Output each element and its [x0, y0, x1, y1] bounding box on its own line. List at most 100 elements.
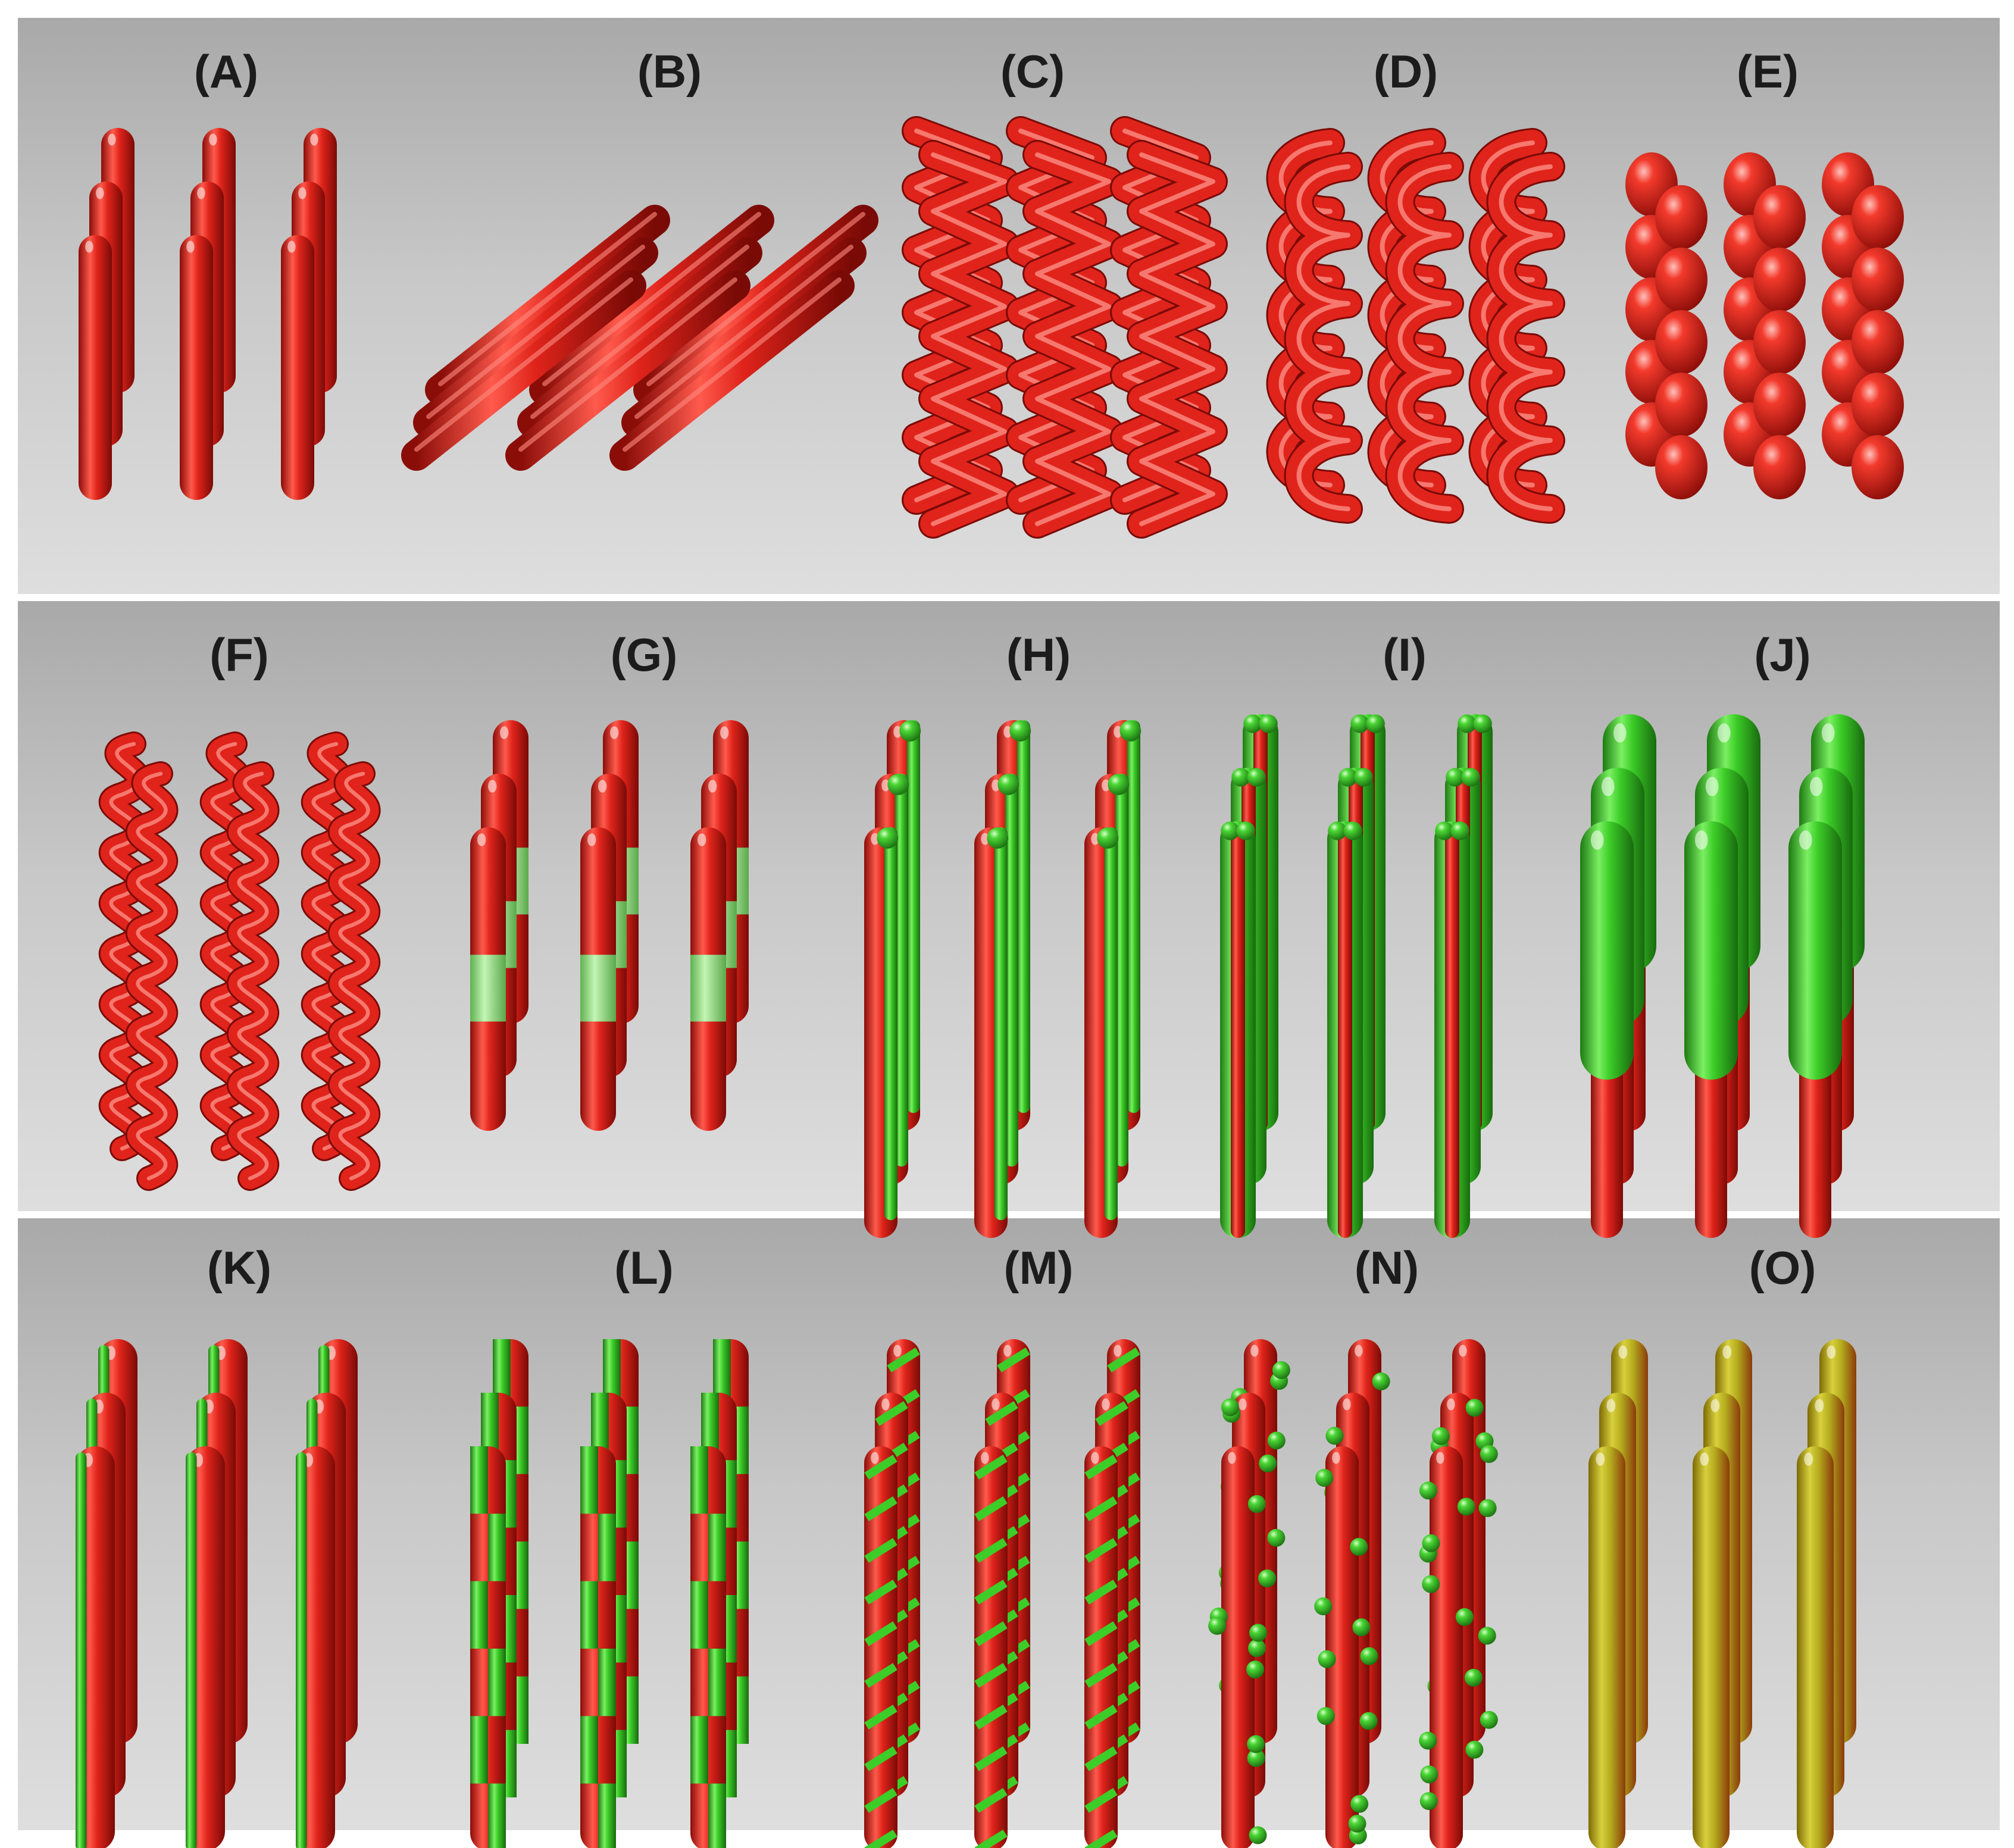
attached-sphere	[1422, 1534, 1440, 1552]
tilted-rod-highlight	[530, 245, 749, 419]
rod-highlight	[1596, 1452, 1605, 1466]
attached-sphere	[1258, 1569, 1277, 1588]
rod	[1693, 1446, 1730, 1848]
green-stripe	[1017, 720, 1030, 1113]
panel-label-n: (N)	[1354, 1242, 1419, 1294]
rod	[281, 235, 314, 500]
helical-stripe	[1084, 1746, 1118, 1771]
green-cap	[1435, 821, 1454, 840]
rod-highlight	[1606, 1399, 1616, 1412]
green-stripe	[1005, 774, 1018, 1167]
helical-stripe	[974, 1663, 1008, 1688]
rod-highlight	[1114, 726, 1122, 738]
helical-stripe	[974, 1496, 1008, 1521]
attached-sphere	[1455, 1608, 1474, 1626]
helical-stripe	[985, 1401, 1018, 1426]
ellipsoid	[1655, 435, 1707, 499]
green-cap	[1343, 821, 1362, 840]
rod-highlight	[992, 779, 1000, 792]
tilted-rod-highlight	[426, 245, 645, 419]
ellipsoid	[1852, 435, 1904, 499]
panel-label-a: (A)	[193, 45, 259, 98]
ellipsoid	[1753, 248, 1806, 312]
attached-sphere	[1259, 1454, 1277, 1472]
helical-stripe	[974, 1705, 1008, 1730]
green-cap	[1473, 714, 1492, 733]
checker-square	[690, 1716, 708, 1784]
green-stripe	[906, 720, 920, 1113]
panel-e-art	[1625, 152, 1904, 499]
rod-highlight	[1447, 1398, 1455, 1411]
helical-stripe	[864, 1580, 897, 1605]
green-cap	[1328, 821, 1347, 840]
checker-square	[488, 1649, 506, 1716]
rod-highlight	[871, 1452, 879, 1464]
tilted-rod	[609, 270, 855, 471]
checker-square	[690, 1581, 708, 1649]
rod	[1588, 1446, 1625, 1848]
attached-sphere	[1272, 1361, 1290, 1380]
ellipsoid	[1852, 310, 1904, 374]
panel-f-art	[98, 731, 381, 1191]
panel-b-art	[401, 205, 878, 471]
green-stripe	[895, 774, 908, 1167]
helical-chain-highlight	[1296, 164, 1350, 511]
tilted-rod-highlight	[646, 212, 865, 386]
helical-chain-highlight	[1397, 164, 1452, 511]
helical-stripe	[1084, 1830, 1118, 1848]
panel-label-o: (O)	[1749, 1242, 1816, 1294]
panel-label-f: (F)	[209, 628, 269, 681]
helical-stripe	[974, 1455, 1008, 1480]
rod-highlight	[1815, 1399, 1824, 1412]
rod-highlight	[1799, 830, 1812, 850]
attached-sphere	[1350, 1538, 1368, 1556]
rod-highlight	[893, 1344, 902, 1357]
green-cap	[1366, 714, 1385, 733]
green-cap	[1097, 827, 1119, 849]
middle-band	[690, 955, 726, 1022]
green-stripe	[994, 827, 1008, 1220]
green-cap	[1458, 714, 1477, 733]
helical-stripe	[1084, 1496, 1118, 1521]
helical-stripe	[1084, 1788, 1118, 1813]
green-stripe	[884, 827, 897, 1220]
rod-highlight	[1239, 1398, 1247, 1411]
panel-n-art	[1208, 1339, 1498, 1848]
helical-stripe	[974, 1538, 1008, 1563]
rod-highlight	[197, 187, 205, 199]
ellipsoid	[1753, 373, 1806, 437]
green-cap	[1009, 720, 1031, 742]
rod-highlight	[1228, 1452, 1236, 1464]
attached-sphere	[1372, 1372, 1390, 1390]
panel-label-c: (C)	[1000, 45, 1065, 98]
rod-highlight	[1618, 1345, 1628, 1359]
rod-highlight	[1602, 777, 1615, 796]
checker-square	[598, 1649, 616, 1716]
tilted-rod	[425, 205, 670, 405]
helical-stripe	[864, 1455, 897, 1480]
attached-sphere	[1422, 1575, 1440, 1593]
green-cap	[987, 827, 1009, 849]
green-cap	[1221, 821, 1240, 840]
rod-highlight	[108, 133, 116, 146]
rod-highlight	[1091, 833, 1099, 845]
rod-highlight	[708, 780, 717, 793]
rod-highlight	[500, 726, 509, 739]
helical-stripe	[1095, 1401, 1128, 1426]
rod-highlight	[871, 833, 879, 845]
green-cap	[899, 720, 921, 742]
green-cap	[1247, 768, 1266, 787]
panel-label-i: (I)	[1383, 628, 1427, 681]
attached-sphere	[1464, 1668, 1483, 1687]
helical-stripe	[997, 1347, 1030, 1372]
helical-stripe	[864, 1788, 897, 1813]
helical-stripe	[974, 1621, 1008, 1646]
rod-highlight	[1332, 1452, 1340, 1464]
attached-sphere	[1359, 1712, 1378, 1730]
panel-label-d: (D)	[1373, 45, 1438, 98]
middle-band	[580, 955, 616, 1022]
green-cap	[1259, 714, 1278, 733]
zigzag-chain-highlight	[914, 129, 990, 502]
panel-label-l: (L)	[614, 1242, 674, 1294]
